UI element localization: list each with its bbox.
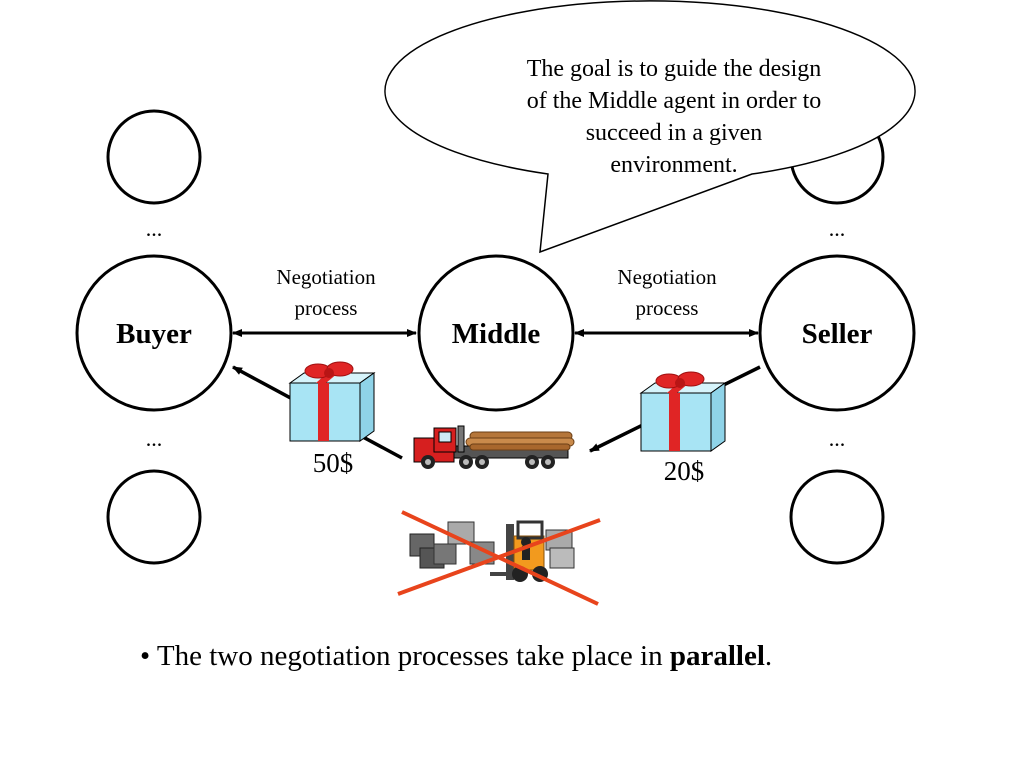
left-negotiation-label-line1: Negotiation xyxy=(276,265,376,289)
seller-node xyxy=(758,254,916,412)
callout-bubble xyxy=(384,0,916,254)
right-negotiation-label-line2: process xyxy=(636,296,699,320)
bullet-emphasis: parallel xyxy=(669,640,765,672)
cross-out-mark xyxy=(397,510,601,606)
seller-label: Seller xyxy=(802,318,873,350)
buyer-price: 50$ xyxy=(313,448,354,478)
left-negotiation-label-line2: process xyxy=(295,296,358,320)
gift-box-icon xyxy=(639,371,727,452)
seller-peer-bottom-circle xyxy=(789,469,885,565)
middle-label: Middle xyxy=(452,318,541,350)
buyer-node xyxy=(75,254,233,412)
truck-icon xyxy=(413,425,575,469)
buyer-peer-bottom-circle xyxy=(106,469,202,565)
bullet-marker: • xyxy=(140,640,151,672)
seller-ellipsis-bottom: ... xyxy=(829,426,846,451)
buyer-peer-top-circle xyxy=(106,109,202,205)
buyer-ellipsis-top: ... xyxy=(146,216,163,241)
bullet-text: The two negotiation processes take place… xyxy=(156,640,663,672)
buyer-label: Buyer xyxy=(116,318,192,350)
bullet-period: . xyxy=(764,640,773,672)
bullet-point: • The two negotiation processes take pla… xyxy=(140,638,920,674)
seller-price: 20$ xyxy=(664,456,705,486)
seller-ellipsis-top: ... xyxy=(829,216,846,241)
callout-text-line4: environment. xyxy=(610,152,737,178)
right-negotiation-label-line1: Negotiation xyxy=(617,265,717,289)
forklift-icon xyxy=(409,520,575,582)
middle-node xyxy=(417,254,575,412)
callout-text-line2: of the Middle agent in order to xyxy=(527,88,822,114)
callout-text-line1: The goal is to guide the design xyxy=(527,56,822,82)
callout-text-line3: succeed in a given xyxy=(586,120,763,146)
gift-box-icon xyxy=(288,361,376,442)
buyer-ellipsis-bottom: ... xyxy=(146,426,163,451)
